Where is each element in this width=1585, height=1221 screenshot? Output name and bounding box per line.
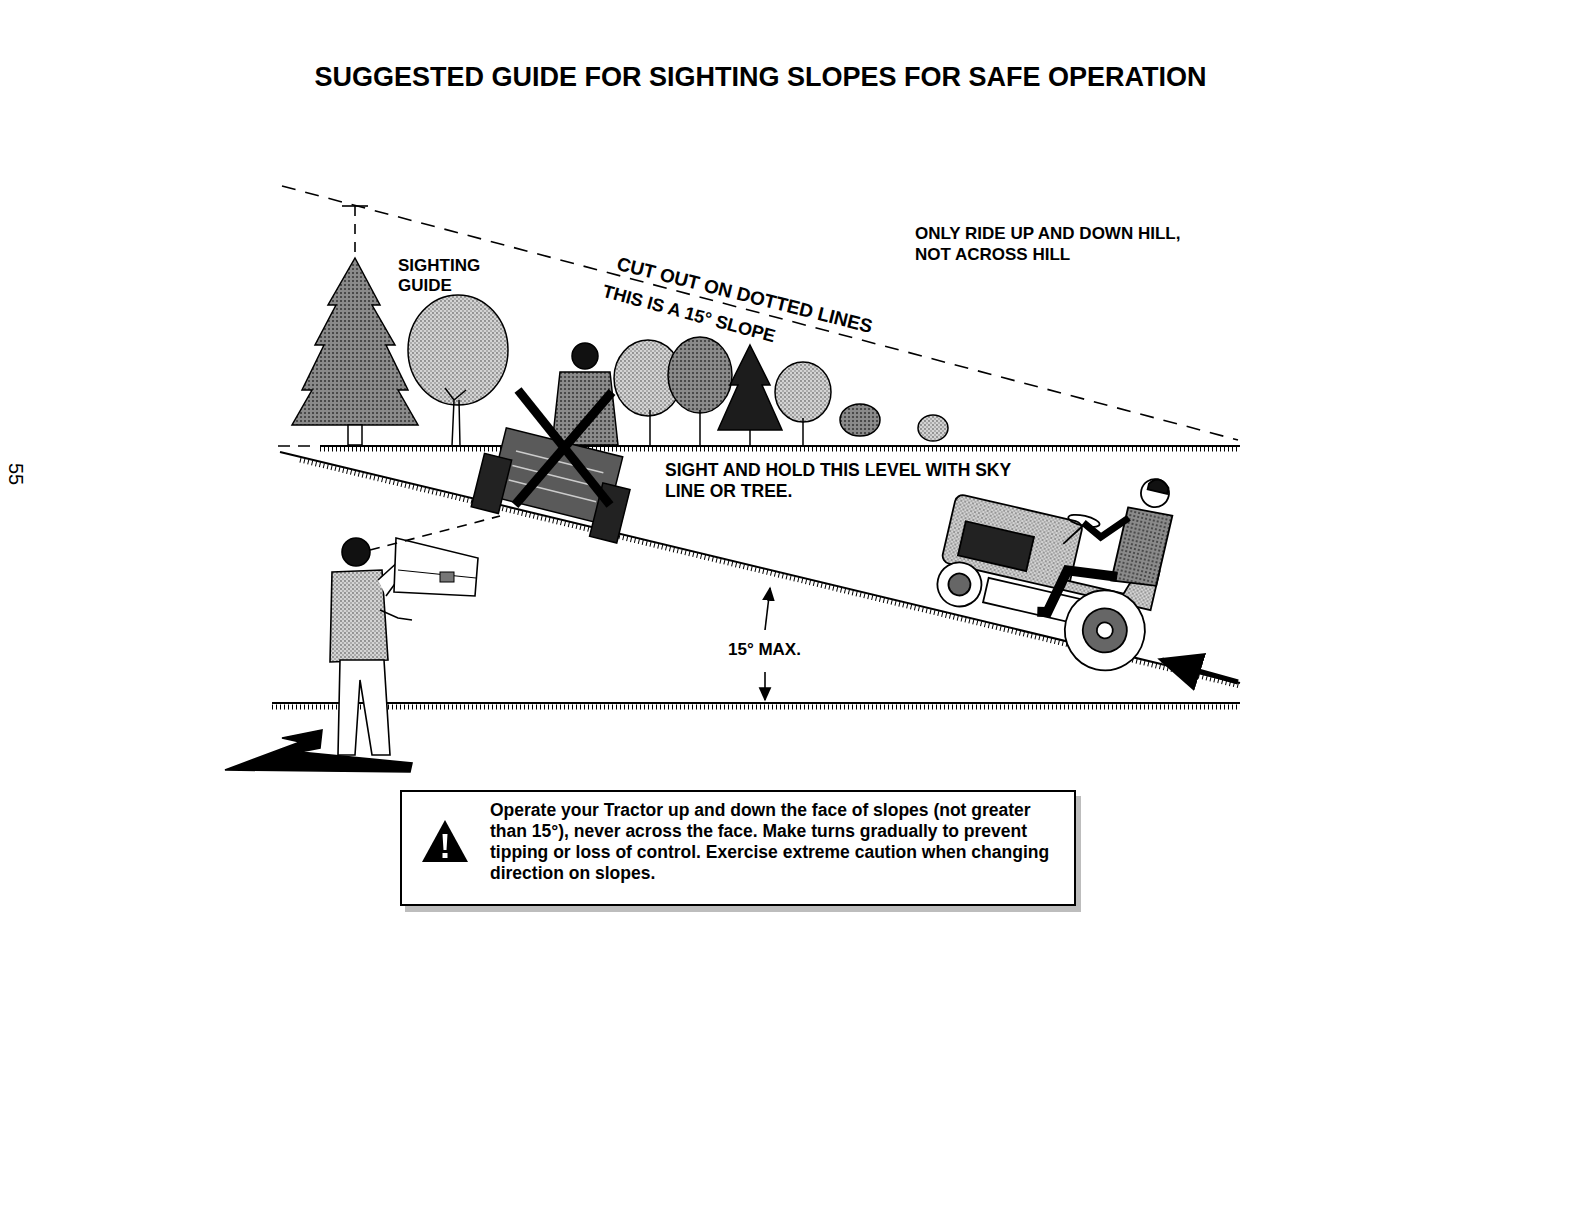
tree-trunk (348, 425, 362, 445)
rear-hub-center (1095, 621, 1114, 640)
person-legs (338, 660, 390, 755)
tractor-grille (958, 521, 1034, 571)
front-wheel (933, 558, 986, 611)
bush (918, 415, 948, 441)
card-tractor (440, 572, 454, 582)
rear-hub (1078, 604, 1131, 657)
steering-column (1063, 522, 1083, 547)
tree-trunk (749, 430, 751, 446)
tractor-wheel (471, 453, 511, 513)
tree-trunk (699, 410, 701, 446)
slope-grass (300, 460, 1240, 686)
page-title: SUGGESTED GUIDE FOR SIGHTING SLOPES FOR … (0, 62, 1553, 93)
sight-note: SIGHT AND HOLD THIS LEVEL WITH SKY LINE … (665, 460, 1040, 502)
warning-triangle (422, 820, 468, 862)
exclamation-mark (443, 834, 448, 858)
tree-trunk (802, 418, 804, 446)
tree-row (292, 258, 948, 446)
front-hub (946, 571, 972, 597)
ride-note: ONLY RIDE UP AND DOWN HILL, NOT ACROSS H… (915, 223, 1215, 265)
guide-label: SIGHTING GUIDE (398, 256, 508, 296)
round-tree (408, 295, 508, 405)
angle-arrow-up (765, 588, 770, 630)
angle-label: 15° MAX. (728, 640, 801, 660)
level-grass (320, 447, 1240, 452)
round-tree (668, 337, 732, 413)
tree-top-tick (342, 205, 368, 207)
cross-mark (515, 392, 612, 505)
driver-body (552, 372, 618, 445)
sighting-lines (278, 186, 1240, 449)
page-number: 55 (4, 463, 28, 485)
steering-wheel (1067, 512, 1100, 529)
wrong-tractor (471, 343, 637, 543)
sighting-person (225, 516, 500, 772)
conifer-tree (718, 345, 782, 430)
driver-torso (1111, 505, 1172, 590)
direction-arrow (1162, 660, 1238, 682)
sight-ray (370, 516, 500, 550)
round-tree (775, 362, 831, 422)
ground-line (272, 702, 1240, 704)
driver-head (572, 343, 598, 369)
driver-leg (1037, 561, 1117, 627)
warning-box: Operate your Tractor up and down the fac… (400, 790, 1076, 906)
person-torso (330, 570, 388, 662)
tree-trunk (445, 388, 466, 446)
driver-hair (1148, 478, 1170, 494)
slope-line (280, 452, 1240, 683)
dashed-level-start (278, 445, 318, 447)
person-arm (380, 610, 412, 620)
dashed-sight-line (282, 186, 1238, 440)
driver-arm (1081, 508, 1129, 542)
warning-text: Operate your Tractor up and down the fac… (490, 792, 1074, 890)
sighting-card (394, 538, 478, 596)
bush (840, 404, 880, 436)
angle-arrow-down (764, 672, 766, 700)
person-head (342, 538, 370, 566)
ground (272, 452, 1240, 707)
driver-head (1138, 476, 1172, 510)
tree-trunk (649, 410, 651, 446)
ground-grass (272, 705, 1240, 710)
warning-icon (420, 818, 470, 864)
card-slope (398, 570, 476, 578)
rear-wheel (1057, 582, 1153, 678)
